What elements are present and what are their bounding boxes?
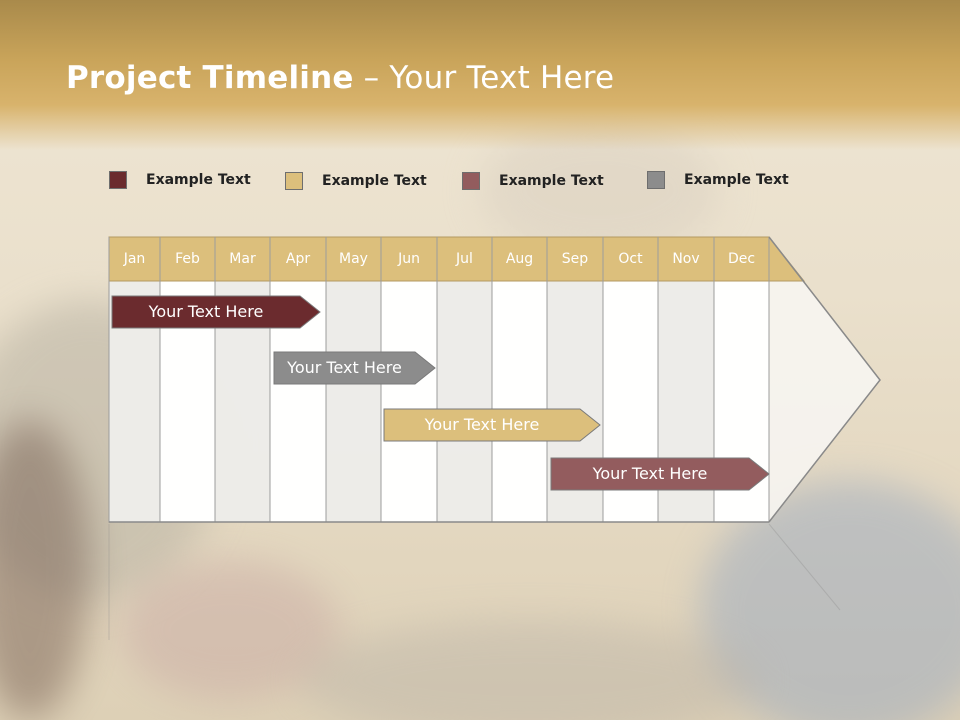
legend-label: Example Text — [146, 172, 251, 188]
month-label-jun: Jun — [398, 251, 420, 267]
timeline-bar — [383, 408, 601, 442]
month-label-feb: Feb — [175, 251, 200, 267]
month-label-jan: Jan — [123, 251, 146, 267]
timeline-bars — [111, 295, 770, 491]
legend-item: Example Text — [285, 171, 427, 191]
legend-swatch — [462, 172, 480, 190]
legend-item: Example Text — [462, 171, 604, 191]
legend-swatch — [647, 171, 665, 189]
timeline-bar — [273, 351, 436, 385]
month-label-dec: Dec — [727, 251, 756, 267]
month-column — [437, 281, 492, 522]
month-column — [492, 281, 547, 522]
page-title: Project Timeline – Your Text Here — [66, 60, 614, 96]
month-label-aug: Aug — [505, 251, 534, 267]
background-glasses — [120, 560, 340, 700]
timeline-bar-label: Your Text Here — [148, 302, 264, 321]
header-band — [0, 0, 960, 150]
month-label-oct: Oct — [618, 251, 643, 267]
legend-label: Example Text — [684, 172, 789, 188]
title-rest: Your Text Here — [389, 60, 615, 96]
month-label-mar: Mar — [229, 251, 256, 267]
title-separator: – — [353, 60, 390, 96]
month-label-nov: Nov — [672, 251, 700, 267]
legend-label: Example Text — [322, 173, 427, 189]
legend-item: Example Text — [647, 170, 789, 190]
month-column — [381, 281, 437, 522]
month-column — [326, 281, 381, 522]
month-label-may: May — [339, 251, 368, 267]
timeline-bar-label: Your Text Here — [424, 415, 540, 434]
reflection-line — [768, 523, 841, 611]
month-label-sep: Sep — [561, 251, 589, 267]
arrow-tip-outline — [768, 236, 881, 523]
month-label-apr: Apr — [285, 251, 311, 267]
legend-item: Example Text — [109, 170, 251, 190]
timeline-bar-label: Your Text Here — [592, 464, 708, 483]
title-bold: Project Timeline — [66, 60, 354, 96]
legend-label: Example Text — [499, 173, 604, 189]
legend-swatch — [109, 171, 127, 189]
background-blanket — [300, 620, 760, 720]
timeline-bar-label: Your Text Here — [287, 358, 402, 377]
legend-swatch — [285, 172, 303, 190]
timeline-bar — [550, 457, 770, 491]
month-label-jul: Jul — [456, 251, 473, 267]
timeline-bar — [111, 295, 321, 329]
